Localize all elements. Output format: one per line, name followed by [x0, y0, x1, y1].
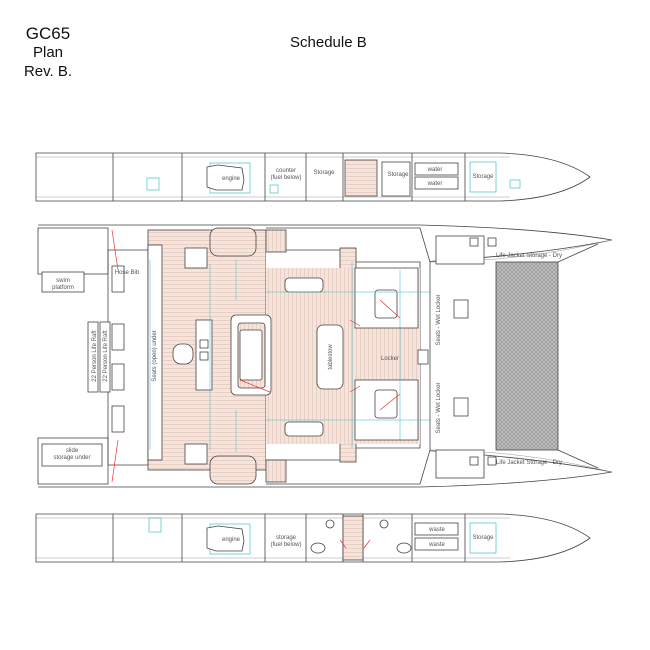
upper-water-bottom-label: water	[427, 181, 443, 187]
upper-fuel-label: (fuel below)	[270, 175, 301, 181]
lower-storage-right-label: Storage	[472, 535, 494, 541]
life-raft-label-1: 22 Person Life Raft	[92, 330, 98, 382]
lower-waste-bottom-label: waste	[428, 542, 445, 548]
plan-label: Plan	[32, 44, 64, 61]
deck-labels: swim platform slide storage under Hose B…	[52, 253, 562, 466]
upper-water-top-label: water	[427, 167, 443, 173]
swim-label: swim	[56, 278, 70, 284]
lower-waste-top-label: waste	[428, 527, 445, 533]
seats-under-label: Seats (open) under	[152, 330, 158, 381]
storage-under-label: storage under	[53, 455, 90, 461]
upper-engine-label: engine	[222, 176, 241, 182]
platform-label: platform	[52, 285, 74, 291]
hose-bib-label: Hose Bib	[115, 270, 140, 276]
life-raft-label-2: 22 Person Life Raft	[103, 330, 109, 382]
lower-hull	[35, 513, 591, 563]
lower-storage-label: storage	[276, 535, 297, 541]
main-deck	[37, 224, 613, 488]
upper-hull-labels: engine counter (fuel below) Storage Stor…	[222, 167, 494, 187]
life-jacket-top-label: Life Jacket Storage - Dry	[496, 253, 562, 259]
lower-engine-label: engine	[222, 537, 241, 543]
title-block: GC65 Plan Rev. B.	[10, 24, 86, 81]
schedule-label: Schedule B	[290, 34, 367, 51]
upper-hull	[35, 152, 591, 202]
lower-fuel-label: (fuel below)	[270, 542, 301, 548]
revision-label: Rev. B.	[23, 63, 73, 80]
model-name: GC65	[25, 24, 71, 43]
seats-wet-locker-top-label: Seats - Wet Locker	[436, 295, 442, 346]
upper-storage-left-label: Storage	[313, 170, 335, 176]
upper-storage-right-label: Storage	[472, 174, 494, 180]
upper-storage-mid-label: Storage	[387, 172, 409, 178]
upper-counter-label: counter	[276, 168, 296, 174]
locker-label: Locker	[381, 356, 399, 362]
lower-hull-labels: engine storage (fuel below) waste waste …	[222, 527, 494, 548]
seats-wet-locker-bottom-label: Seats - Wet Locker	[436, 383, 442, 434]
slide-label: slide	[66, 448, 79, 454]
tablestow-label: tablestow	[328, 344, 334, 370]
life-jacket-bottom-label: Life Jacket Storage - Dry	[496, 460, 562, 466]
